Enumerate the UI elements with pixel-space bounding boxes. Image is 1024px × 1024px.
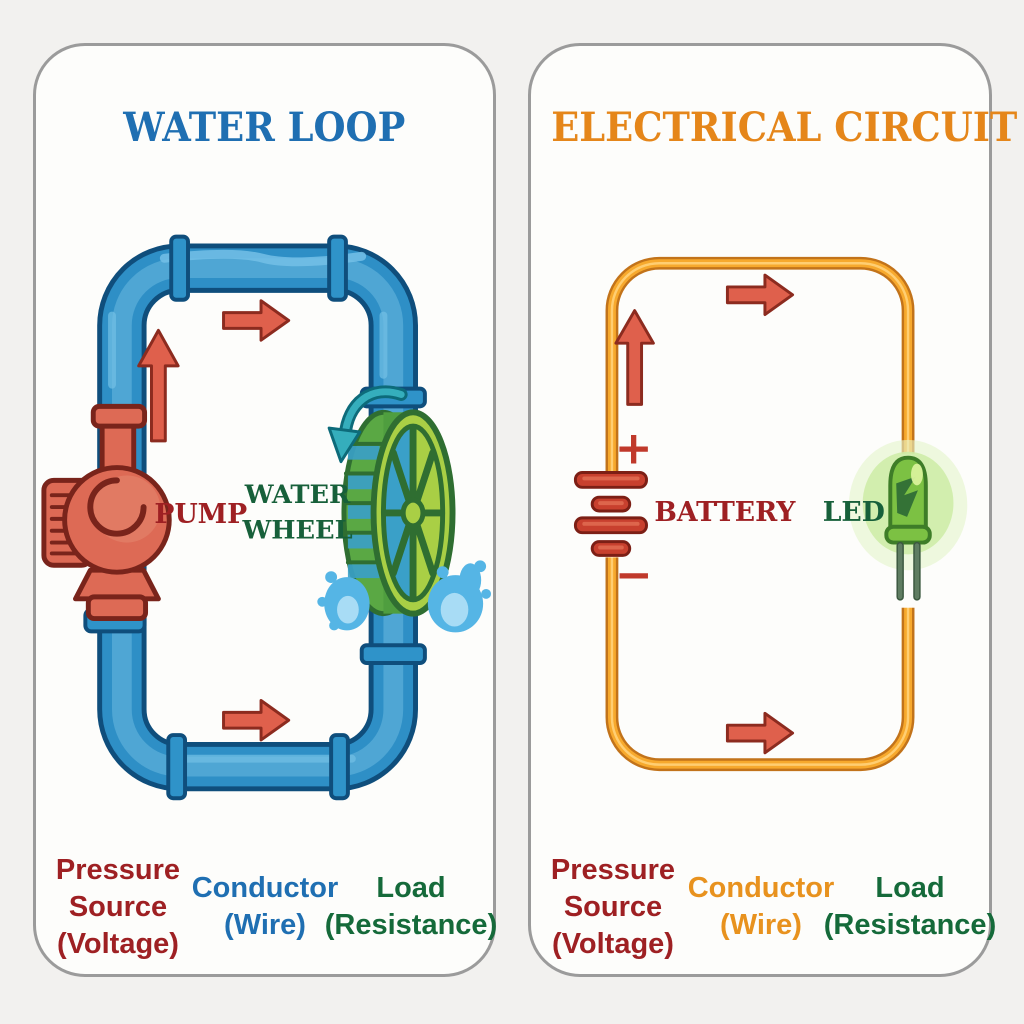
electrical-circuit-diagram: + − BATTERY LED — [573, 256, 968, 772]
water-wheel-label-line1: WATER — [244, 480, 351, 510]
pipe-coupling — [359, 643, 427, 665]
legend-conductor: Conductor (Wire) — [687, 872, 835, 941]
water-wheel-label-line2: WHEEL — [241, 516, 352, 546]
legend-load: Load (Resistance) — [324, 872, 498, 941]
pipe-coupling — [329, 733, 350, 801]
flow-arrows — [614, 273, 795, 755]
led-label: LED — [823, 497, 885, 528]
pipe-coupling — [327, 234, 348, 302]
flow-arrow-up — [137, 328, 180, 443]
flow-arrows — [137, 299, 291, 742]
flow-arrow-right-bottom — [222, 699, 291, 742]
battery-plus: + — [615, 422, 653, 475]
water-loop-title: WATER LOOP — [36, 104, 493, 151]
electrical-circuit-panel: ELECTRICAL CIRCUIT + — [528, 43, 1017, 977]
legend-pressure-source: Pressure Source (Voltage) — [55, 854, 181, 960]
battery-minus: − — [615, 548, 653, 601]
water-loop-panel: WATER LOOP — [33, 43, 498, 977]
legend-conductor: Conductor (Wire) — [191, 872, 339, 941]
electrical-circuit-title-text: ELECTRICAL CIRCUIT — [551, 104, 1018, 151]
flow-arrow-right-top — [222, 299, 291, 342]
water-splash — [317, 560, 492, 633]
battery-symbol: + − — [573, 422, 653, 601]
rotation-arrow-icon — [327, 385, 408, 464]
led — [848, 439, 968, 601]
water-wheel — [341, 409, 456, 617]
pipe-coupling — [166, 733, 188, 801]
water-loop-title-text: WATER LOOP — [123, 104, 406, 151]
pump-label: PUMP — [154, 499, 247, 530]
water-loop-diagram: PUMP WATER WHEEL — [41, 234, 492, 801]
battery-label: BATTERY — [654, 497, 796, 528]
flow-arrow-up — [614, 309, 655, 406]
electrical-circuit-title: ELECTRICAL CIRCUIT — [531, 104, 1017, 151]
pipe-coupling — [169, 234, 190, 302]
flow-arrow-right-bottom — [725, 711, 795, 755]
legend-load: Load (Resistance) — [823, 872, 997, 941]
flow-arrow-right-top — [725, 273, 795, 317]
pump — [41, 403, 172, 622]
legend-pressure-source: Pressure Source (Voltage) — [550, 854, 676, 960]
pipe-couplings — [83, 234, 427, 801]
